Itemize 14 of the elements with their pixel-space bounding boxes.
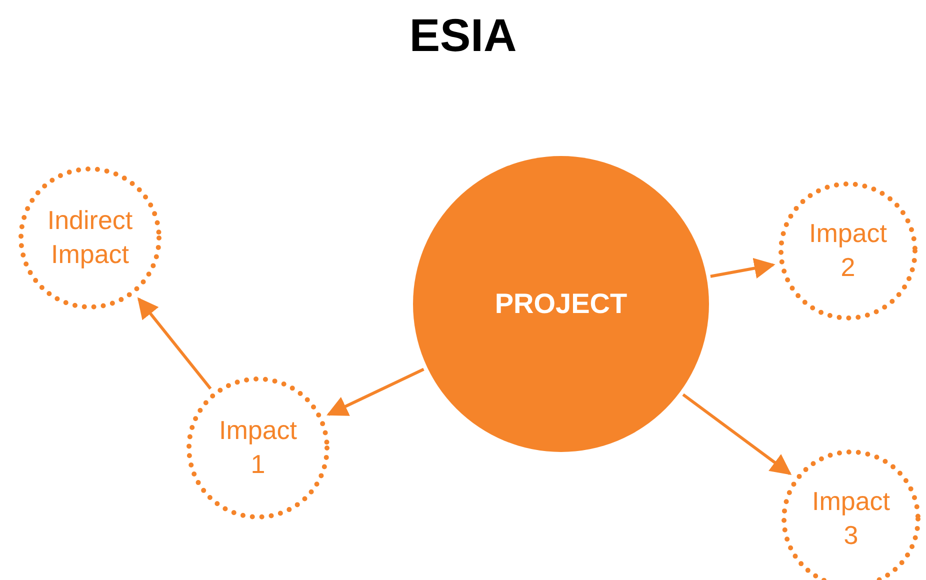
impact-circle: [186, 376, 330, 520]
arrow: [137, 297, 212, 390]
arrow: [710, 258, 776, 279]
node-label: PROJECT: [494, 286, 628, 321]
node-label: Impact 2: [808, 217, 888, 284]
node-label: Indirect Impact: [46, 204, 134, 271]
diagram-title: ESIA: [409, 9, 517, 61]
impact-circle: [778, 181, 918, 321]
arrow: [326, 368, 424, 416]
node-label: Impact 3: [810, 485, 892, 552]
node-label: Impact 1: [218, 414, 298, 481]
impact-circle: [18, 166, 162, 310]
arrow: [682, 393, 792, 475]
project-circle: [413, 156, 709, 452]
